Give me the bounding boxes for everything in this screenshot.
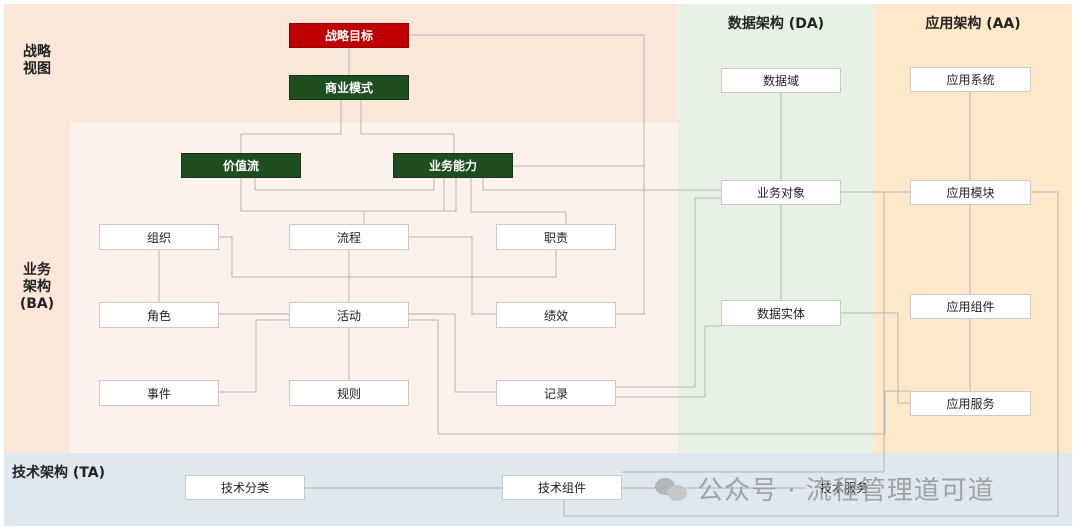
link-valuestream-capability	[254, 178, 435, 191]
strategy-view-label: 战略 视图	[23, 44, 51, 77]
link-valuestream-process	[240, 178, 445, 212]
tech-service-node[interactable]: 技术服务	[819, 481, 868, 495]
link-record-dataentity	[616, 325, 721, 398]
application-architecture-label: 应用架构 (AA)	[925, 16, 1021, 32]
link-performance-capability	[616, 166, 645, 315]
link-goal-capability	[409, 34, 645, 167]
link-activity-appservice	[409, 319, 910, 435]
link-capability-process	[363, 178, 457, 224]
watermark: 公众号 · 流程管理道可道	[655, 470, 995, 507]
process-node[interactable]: 流程	[289, 224, 409, 250]
organization-node[interactable]: 组织	[99, 224, 219, 250]
data-entity-node[interactable]: 数据实体	[721, 300, 841, 326]
data-domain-node[interactable]: 数据域	[721, 68, 841, 93]
link-entity-appservice	[841, 312, 910, 404]
performance-node[interactable]: 绩效	[496, 302, 616, 328]
link-model-valuestream	[240, 100, 342, 153]
business-capability-node[interactable]: 业务能力	[393, 153, 513, 178]
data-architecture-label: 数据架构 (DA)	[727, 16, 825, 32]
activity-node[interactable]: 活动	[289, 302, 409, 328]
event-node[interactable]: 事件	[99, 380, 219, 406]
business-model-node[interactable]: 商业模式	[289, 75, 409, 100]
label-column	[4, 122, 70, 453]
strategic-goal-node[interactable]: 战略目标	[289, 23, 409, 48]
tech-category-node[interactable]: 技术分类	[185, 475, 305, 500]
app-module-node[interactable]: 应用模块	[910, 180, 1031, 205]
app-service-node[interactable]: 应用服务	[910, 391, 1031, 416]
role-node[interactable]: 角色	[99, 302, 219, 328]
link-capability-businessobject	[482, 178, 721, 191]
link-appmodule-techcomponent	[622, 191, 910, 473]
link-event-activity	[219, 319, 289, 393]
app-system-node[interactable]: 应用系统	[910, 67, 1031, 92]
link-model-capability	[360, 100, 455, 153]
link-org-responsibility	[219, 236, 557, 278]
value-stream-node[interactable]: 价值流	[181, 153, 301, 178]
link-process-performance	[409, 236, 496, 315]
link-capability-responsibility	[470, 178, 567, 224]
technology-architecture-label: 技术架构 (TA)	[12, 465, 105, 481]
wechat-icon	[655, 476, 689, 502]
link-appmodule-techservice	[563, 191, 1059, 517]
watermark-text: 公众号 · 流程管理道可道	[697, 476, 995, 506]
responsibility-node[interactable]: 职责	[496, 224, 616, 250]
link-record-businessobject	[616, 197, 721, 388]
tech-component-node[interactable]: 技术组件	[502, 475, 622, 500]
business-architecture-label: 业务 架构 (BA)	[19, 262, 55, 312]
rule-node[interactable]: 规则	[289, 380, 409, 406]
record-node[interactable]: 记录	[496, 380, 616, 406]
app-component-node[interactable]: 应用组件	[910, 294, 1031, 319]
business-object-node[interactable]: 业务对象	[721, 180, 841, 205]
link-activity-record	[409, 313, 496, 393]
